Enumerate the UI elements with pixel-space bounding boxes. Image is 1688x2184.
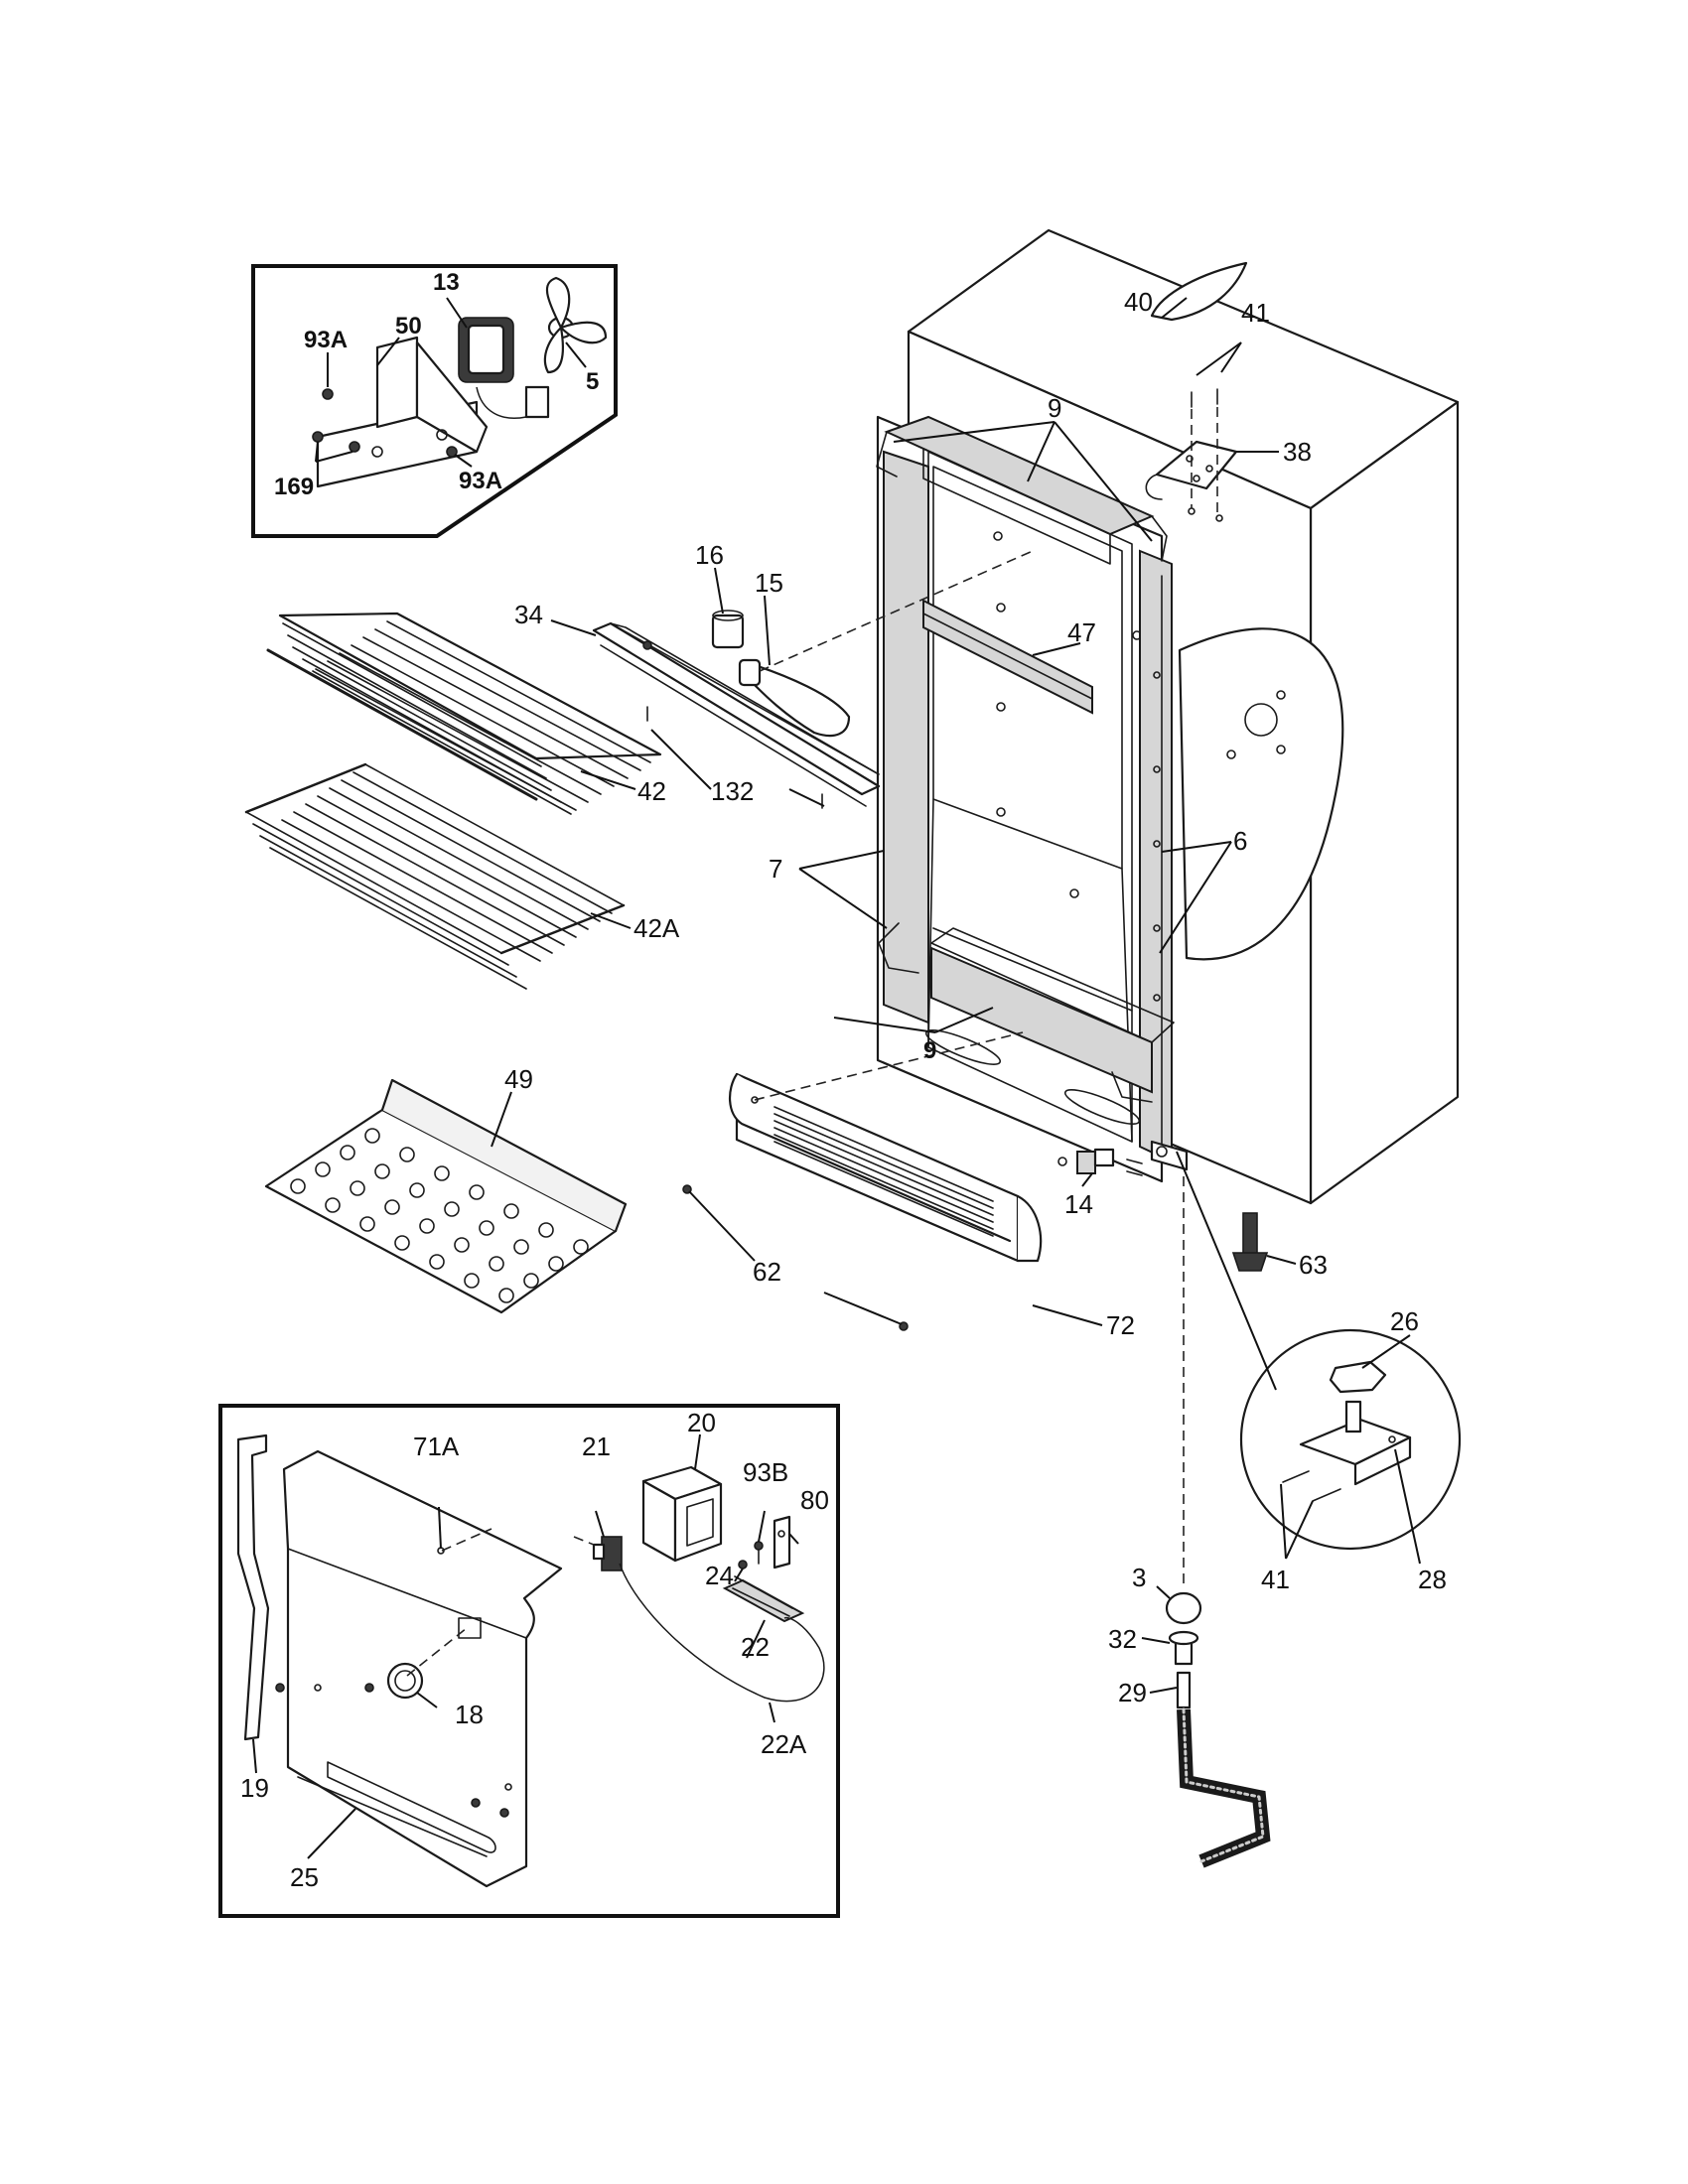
- cabinet: [876, 228, 1460, 1205]
- label-93B: 93B: [743, 1457, 788, 1487]
- light-bulb-15: [738, 658, 851, 738]
- grille-mount-line: [754, 1031, 1024, 1101]
- label-42: 42: [637, 776, 666, 806]
- label-16: 16: [695, 540, 724, 570]
- label-19: 19: [240, 1773, 269, 1803]
- label-169: 169: [274, 474, 314, 500]
- seal-strip-19: [236, 1433, 270, 1741]
- label-21: 21: [582, 1432, 611, 1461]
- light-socket-16: [711, 610, 745, 649]
- screw-24: [738, 1560, 748, 1570]
- cover-dash: [441, 1528, 492, 1552]
- label-63: 63: [1299, 1250, 1328, 1280]
- label-13: 13: [433, 269, 460, 296]
- label-14: 14: [1064, 1189, 1093, 1219]
- screws-93A-169: [312, 388, 458, 458]
- label-20: 20: [687, 1408, 716, 1437]
- label-24: 24: [705, 1561, 734, 1590]
- label-18: 18: [455, 1700, 484, 1729]
- label-72: 72: [1106, 1310, 1135, 1340]
- shelf-42: [266, 612, 662, 815]
- label-25: 25: [290, 1862, 319, 1892]
- label-28: 28: [1418, 1565, 1447, 1594]
- label-34: 34: [514, 600, 543, 629]
- harness-22A: [619, 1563, 825, 1703]
- part-labels: 13 93A 50 5 169 93A 40 41 9 38 16 15 34 …: [240, 269, 1447, 1892]
- label-15: 15: [755, 568, 783, 598]
- door-switch-14: [1076, 1140, 1189, 1176]
- drain-plug-3: [1165, 1591, 1202, 1625]
- label-50: 50: [395, 313, 422, 340]
- grommet-dash: [406, 1627, 468, 1677]
- label-9-bottom: 9: [923, 1037, 936, 1064]
- bracket-80: [773, 1515, 791, 1570]
- control-channel-34: [592, 621, 881, 807]
- drain-hose-29: [1176, 1671, 1271, 1868]
- bottom-hinge-inset: [1239, 1328, 1462, 1551]
- bulb-dash: [759, 550, 1034, 672]
- label-132: 132: [711, 776, 754, 806]
- label-29: 29: [1118, 1678, 1147, 1707]
- drain-grommet-18: [386, 1662, 424, 1700]
- label-3: 3: [1132, 1563, 1146, 1592]
- inset-leader: [1176, 1151, 1277, 1391]
- leader-lines: [252, 297, 1421, 1859]
- basket-49: [264, 1078, 628, 1314]
- label-47: 47: [1067, 617, 1096, 647]
- label-93A-top: 93A: [304, 327, 348, 353]
- label-22: 22: [741, 1632, 770, 1662]
- label-93A-bottom: 93A: [459, 468, 502, 494]
- label-5: 5: [586, 368, 599, 395]
- label-41-inset: 41: [1261, 1565, 1290, 1594]
- timer-dash: [573, 1536, 595, 1546]
- label-41-top: 41: [1241, 298, 1270, 328]
- screws-62: [682, 1184, 909, 1331]
- label-40: 40: [1124, 287, 1153, 317]
- heater-22: [722, 1575, 805, 1623]
- label-49: 49: [504, 1064, 533, 1094]
- evaporator-cover-25: [282, 1449, 563, 1888]
- fan-blade-5: [543, 276, 608, 374]
- inset-screws: [275, 1683, 509, 1818]
- label-80: 80: [800, 1485, 829, 1515]
- fan-bracket-50: [316, 336, 489, 488]
- label-6: 6: [1233, 826, 1247, 856]
- label-22A: 22A: [761, 1729, 807, 1759]
- label-9-top: 9: [1048, 393, 1061, 423]
- shelf-42A: [244, 762, 626, 990]
- leveling-leg-63: [1231, 1212, 1269, 1272]
- hinge-screws-41: [1191, 388, 1218, 516]
- label-26: 26: [1390, 1306, 1419, 1336]
- timer-cover-20: [641, 1465, 723, 1563]
- toe-grille-72: [729, 1072, 1043, 1263]
- label-71A: 71A: [413, 1432, 460, 1461]
- label-42A: 42A: [633, 913, 680, 943]
- label-32: 32: [1108, 1624, 1137, 1654]
- drain-tube-32: [1168, 1630, 1199, 1666]
- label-38: 38: [1283, 437, 1312, 467]
- label-62: 62: [753, 1257, 781, 1287]
- fan-motor-13: [458, 317, 550, 419]
- defrost-timer-21: [592, 1536, 623, 1571]
- screw-93B: [754, 1541, 764, 1565]
- label-7: 7: [769, 854, 782, 884]
